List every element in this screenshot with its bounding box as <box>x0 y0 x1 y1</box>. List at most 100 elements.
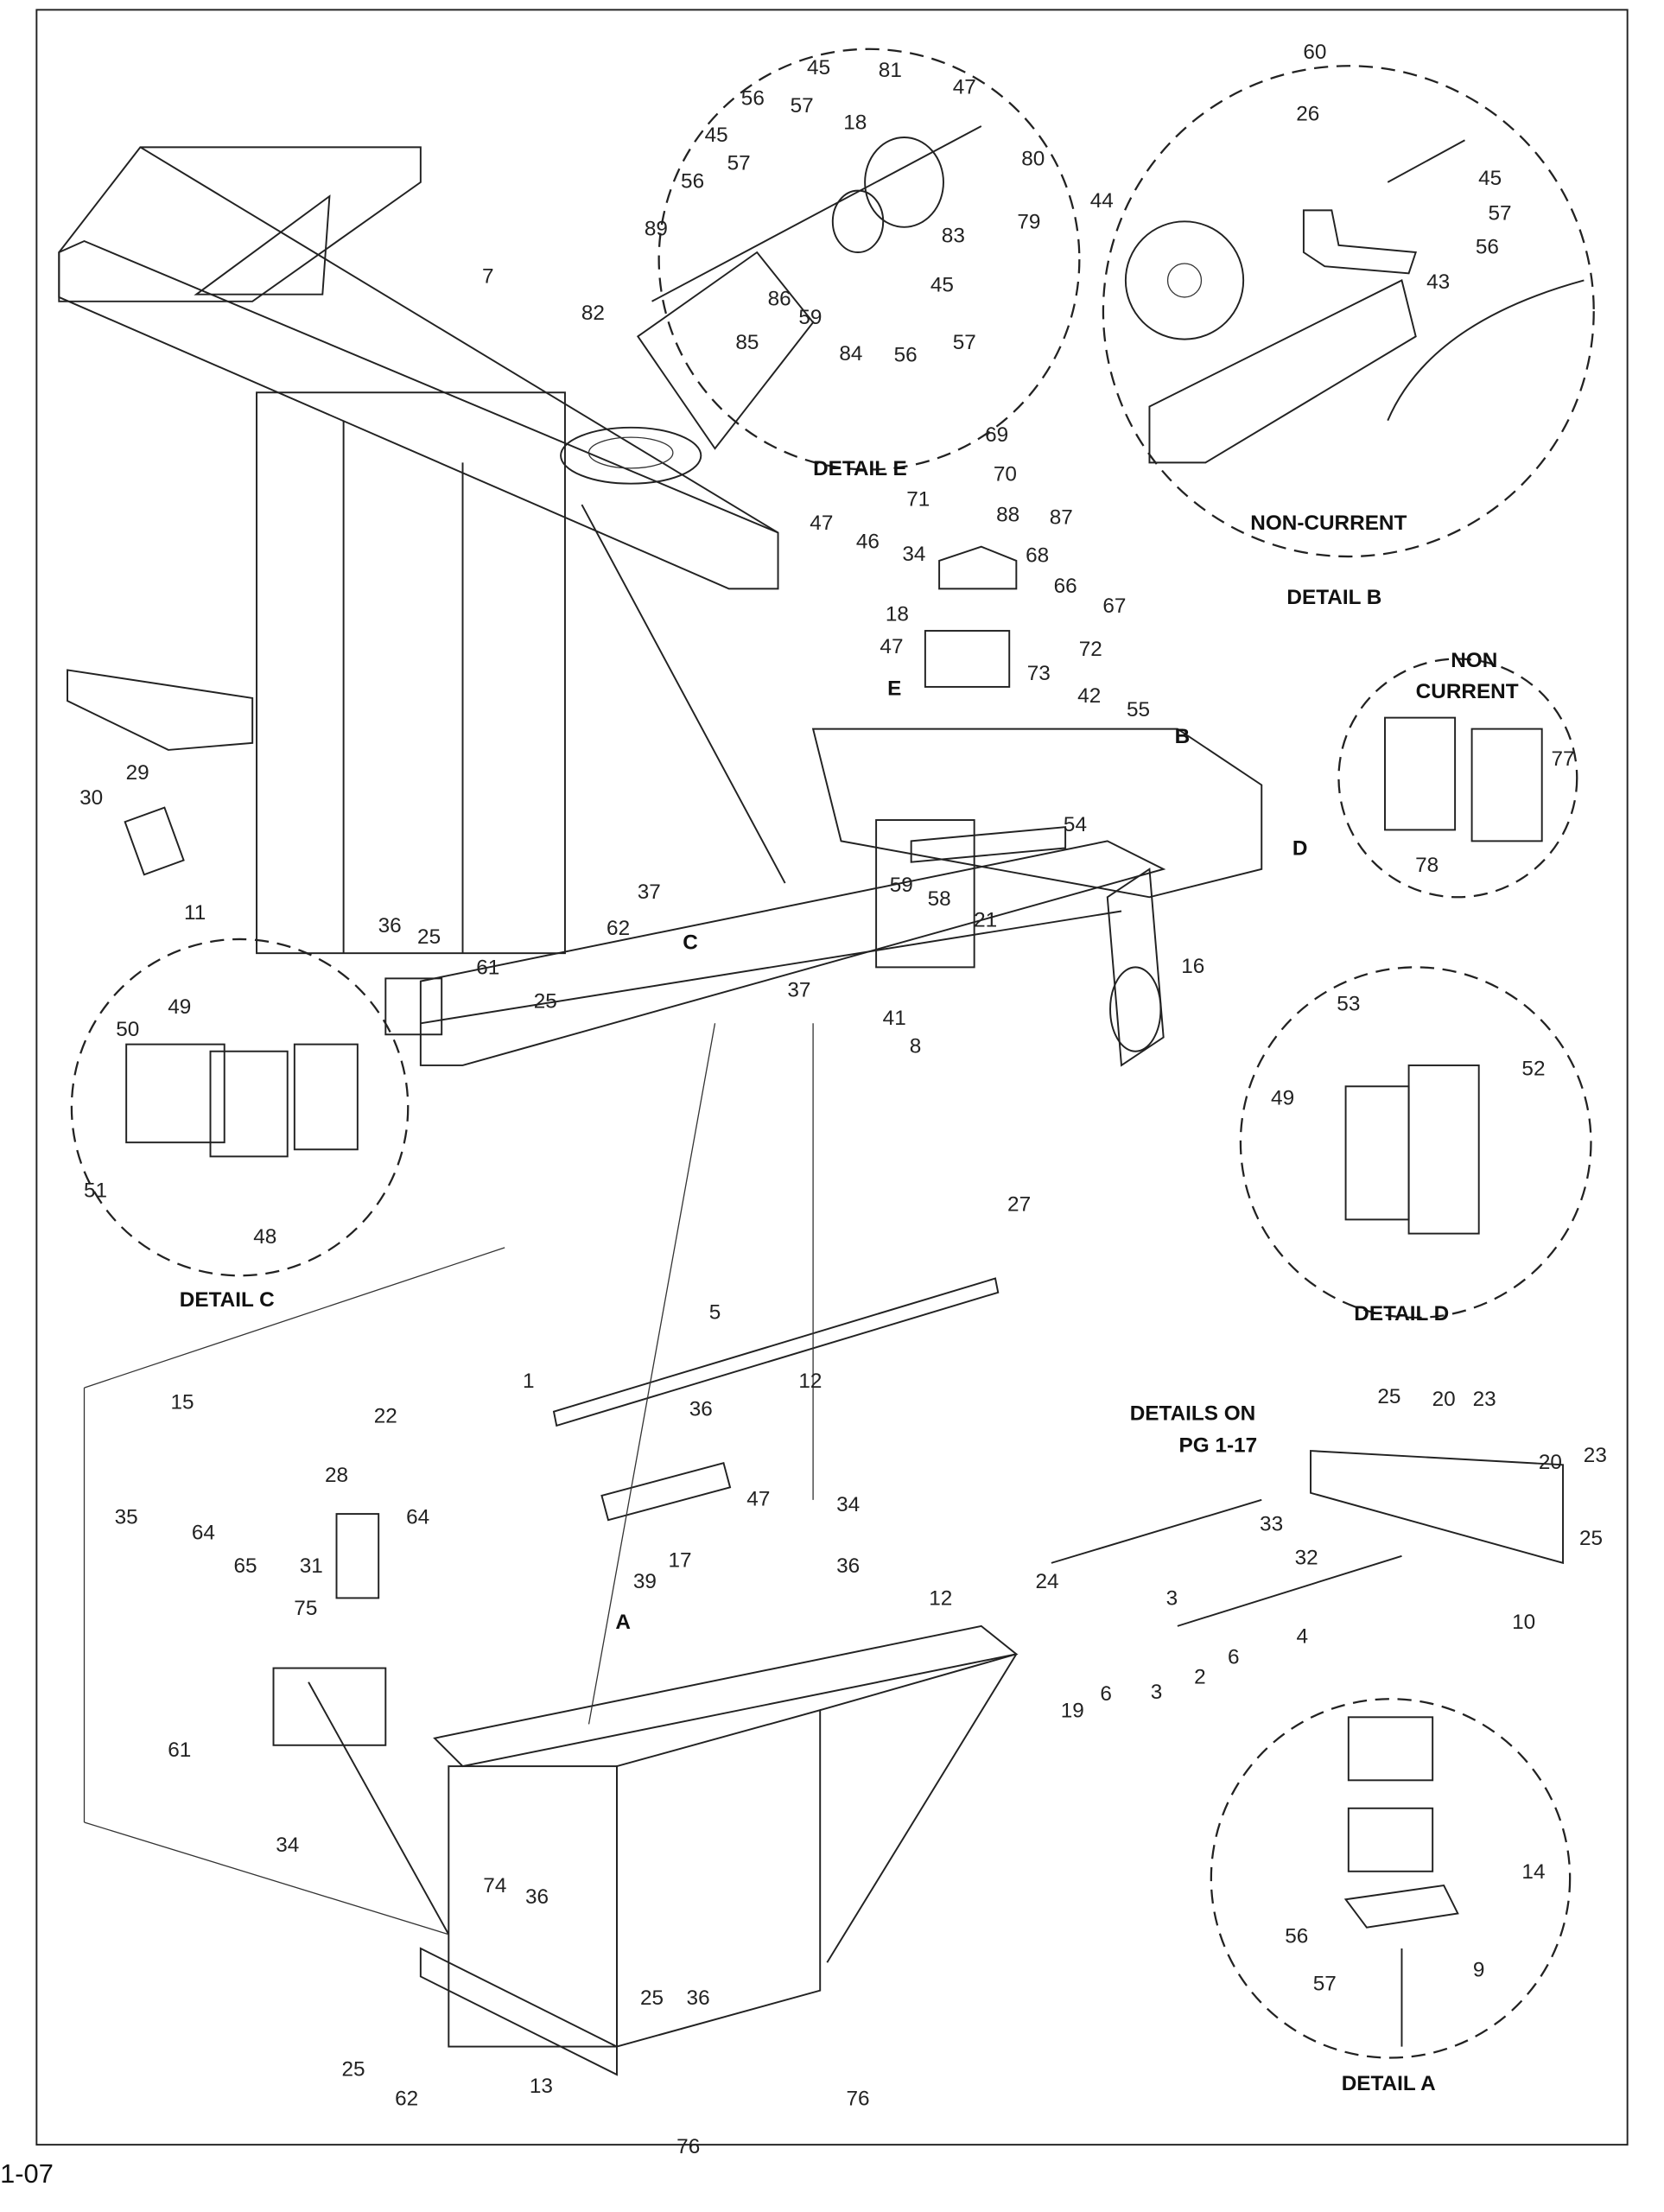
callout-79: 79 <box>1017 210 1040 233</box>
callout-69: 69 <box>985 423 1008 447</box>
callout-88: 88 <box>996 503 1019 526</box>
callout-18: 18 <box>843 111 867 134</box>
view-letter-c: C <box>683 931 698 954</box>
callout-64: 64 <box>192 1521 215 1544</box>
detail-c-title: DETAIL C <box>180 1288 275 1312</box>
details-on-label: DETAILS ON <box>1130 1402 1256 1425</box>
non-current-label-1: NON <box>1451 649 1497 672</box>
callout-19: 19 <box>1061 1699 1084 1722</box>
callout-78: 78 <box>1415 854 1439 877</box>
view-letter-b: B <box>1175 725 1191 748</box>
callout-36: 36 <box>525 1885 549 1909</box>
view-letter-e: E <box>887 677 901 701</box>
detail-e-title: DETAIL E <box>813 457 907 480</box>
callout-85: 85 <box>735 331 759 354</box>
callout-45: 45 <box>1478 167 1502 190</box>
callout-56: 56 <box>741 87 765 111</box>
non-current-circle <box>1337 658 1578 899</box>
callout-56: 56 <box>894 344 918 367</box>
callout-47: 47 <box>810 512 833 535</box>
callout-25: 25 <box>640 1986 664 2010</box>
callout-36: 36 <box>687 1986 710 2010</box>
callout-16: 16 <box>1181 955 1204 978</box>
callout-5: 5 <box>709 1301 721 1325</box>
view-letter-d: D <box>1292 837 1308 861</box>
callout-23: 23 <box>1473 1388 1496 1411</box>
detail-a-title: DETAIL A <box>1342 2072 1436 2095</box>
callout-25: 25 <box>417 925 441 949</box>
callout-25: 25 <box>534 989 557 1013</box>
callout-22: 22 <box>374 1405 397 1428</box>
callout-66: 66 <box>1054 575 1077 598</box>
callout-52: 52 <box>1521 1057 1545 1080</box>
callout-25: 25 <box>1377 1385 1400 1408</box>
callout-51: 51 <box>84 1179 107 1202</box>
callout-57: 57 <box>1488 202 1511 226</box>
callout-27: 27 <box>1007 1193 1031 1217</box>
callout-61: 61 <box>476 957 499 980</box>
callout-47: 47 <box>746 1487 770 1510</box>
callout-44: 44 <box>1090 189 1114 213</box>
callout-61: 61 <box>168 1738 191 1762</box>
callout-45: 45 <box>807 56 830 79</box>
callout-45: 45 <box>705 124 728 147</box>
callout-14: 14 <box>1521 1860 1545 1884</box>
callout-57: 57 <box>1313 1973 1337 1996</box>
view-letter-a: A <box>615 1611 631 1634</box>
callout-28: 28 <box>325 1464 348 1487</box>
callout-6: 6 <box>1228 1646 1240 1669</box>
callout-86: 86 <box>768 288 791 311</box>
callout-23: 23 <box>1584 1444 1607 1467</box>
callout-11: 11 <box>184 901 206 925</box>
callout-47: 47 <box>953 76 976 99</box>
callout-26: 26 <box>1296 103 1319 126</box>
lower-frame-drawing <box>83 1023 1565 2076</box>
callout-58: 58 <box>928 887 951 911</box>
callout-65: 65 <box>234 1554 257 1578</box>
callout-59: 59 <box>890 874 913 897</box>
callout-76: 76 <box>676 2135 700 2158</box>
callout-59: 59 <box>798 306 822 329</box>
callout-34: 34 <box>902 543 925 566</box>
callout-67: 67 <box>1102 594 1126 618</box>
callout-20: 20 <box>1432 1388 1456 1411</box>
callout-10: 10 <box>1512 1611 1535 1634</box>
callout-12: 12 <box>929 1587 952 1611</box>
detail-b-title: DETAIL B <box>1286 586 1381 609</box>
callout-2: 2 <box>1194 1665 1206 1688</box>
callout-46: 46 <box>856 530 880 553</box>
callout-30: 30 <box>79 786 103 810</box>
callout-62: 62 <box>607 917 630 940</box>
callout-80: 80 <box>1021 147 1045 170</box>
callout-57: 57 <box>791 94 814 118</box>
callout-87: 87 <box>1050 506 1073 530</box>
callout-64: 64 <box>406 1505 429 1529</box>
callout-84: 84 <box>839 342 862 365</box>
callout-72: 72 <box>1079 638 1102 661</box>
detail-d-circle <box>1239 966 1592 1319</box>
upper-frame-drawing <box>58 146 1263 1067</box>
callout-36: 36 <box>689 1398 713 1421</box>
callout-53: 53 <box>1337 993 1360 1016</box>
callout-35: 35 <box>115 1505 138 1529</box>
callout-18: 18 <box>886 603 909 626</box>
callout-36: 36 <box>378 914 402 938</box>
callout-39: 39 <box>633 1570 657 1593</box>
callout-48: 48 <box>253 1225 276 1249</box>
callout-37: 37 <box>638 880 661 904</box>
callout-81: 81 <box>879 59 902 82</box>
callout-71: 71 <box>906 488 930 512</box>
detail-art <box>125 125 1585 2047</box>
callout-34: 34 <box>836 1493 860 1516</box>
callout-47: 47 <box>880 635 903 658</box>
callout-15: 15 <box>171 1390 194 1414</box>
callout-31: 31 <box>300 1554 323 1578</box>
callout-24: 24 <box>1035 1570 1058 1593</box>
callout-77: 77 <box>1552 747 1575 771</box>
callout-89: 89 <box>645 218 668 241</box>
callout-83: 83 <box>942 225 965 248</box>
callout-36: 36 <box>836 1554 860 1578</box>
callout-29: 29 <box>126 761 149 785</box>
